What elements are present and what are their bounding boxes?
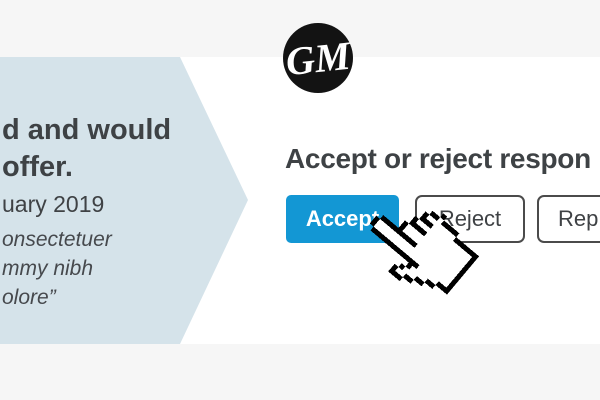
testimonial-heading-line1: d and would (2, 114, 172, 146)
testimonial-quote: onsectetuer mmy nibh olore” (2, 225, 112, 312)
gm-monogram-icon: GM (283, 23, 353, 93)
testimonial-date: uary 2019 (2, 191, 105, 217)
reject-button[interactable]: Reject (415, 195, 525, 243)
section-heading: Accept or reject respon (285, 143, 591, 174)
testimonial-heading: d and would offer. (2, 112, 171, 186)
brand-logo: GM (283, 23, 353, 93)
rep-button[interactable]: Rep (537, 195, 600, 243)
testimonial-quote-line3: olore” (2, 286, 56, 309)
testimonial-quote-line2: mmy nibh (2, 257, 94, 280)
testimonial-quote-line1: onsectetuer (2, 228, 112, 251)
accept-button[interactable]: Accept (286, 195, 399, 243)
testimonial-heading-line2: offer. (2, 151, 73, 183)
svg-text:GM: GM (284, 33, 353, 85)
